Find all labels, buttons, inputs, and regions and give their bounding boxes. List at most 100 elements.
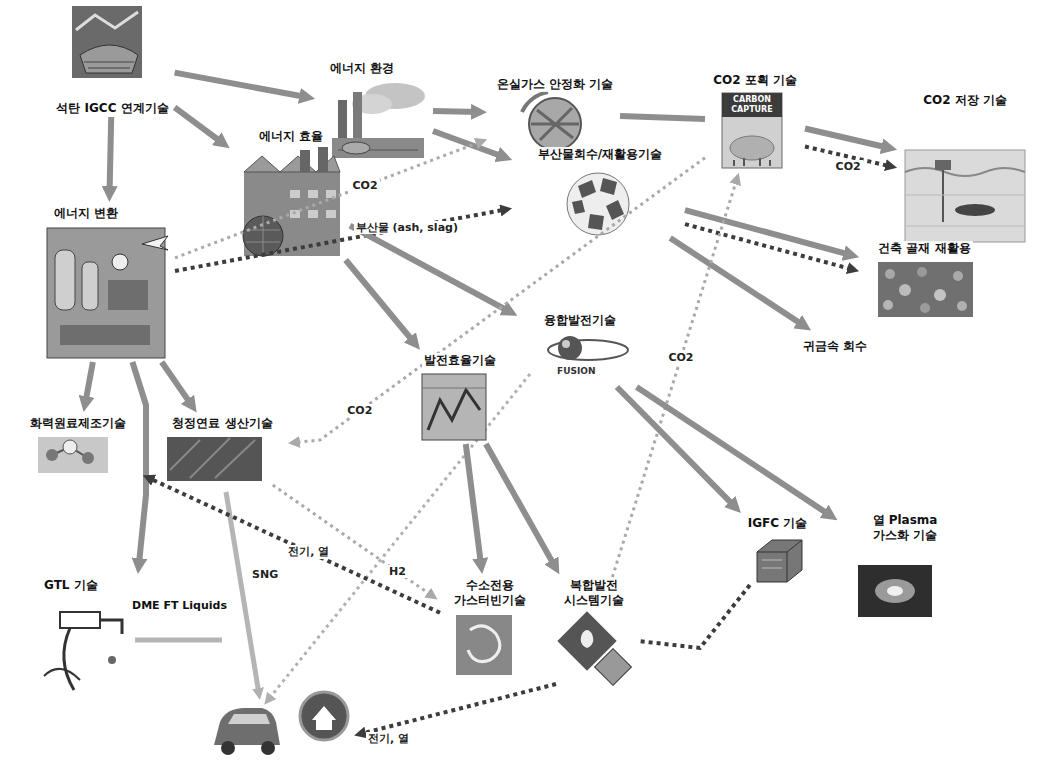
tech-node: 에너지 변환 xyxy=(40,205,175,362)
flow-arrow xyxy=(433,131,505,157)
gtl-icon-part xyxy=(100,620,122,634)
sng-lines-part xyxy=(135,638,222,643)
aggregate-icon-part xyxy=(885,269,895,279)
recycle-icon-part xyxy=(572,178,624,230)
gtl-icon-part xyxy=(64,628,74,690)
aggregate-icon-part xyxy=(899,284,911,296)
dotted-flow-arrow xyxy=(612,179,737,577)
node-label: 귀금속 회수 xyxy=(801,339,869,354)
tech-node: 수소전용 가스터빈기술 xyxy=(440,577,540,695)
node-label: 융합발전기술 xyxy=(542,313,618,328)
capture-icon-part xyxy=(722,93,782,117)
tech-node: CO2 저장 기술 xyxy=(900,92,1030,247)
chemical-icon-part xyxy=(38,437,108,473)
node-label: 건축 골재 재활용 xyxy=(876,241,972,256)
storage-icon xyxy=(905,150,1025,242)
tech-node: CO2 포획 기술 xyxy=(705,72,805,170)
recycle-icon xyxy=(567,173,629,235)
flow-arrow xyxy=(350,226,510,312)
plasma-icon xyxy=(858,565,932,617)
node-label: 복합발전 시스템기술 xyxy=(554,578,634,608)
tech-node: IGFC 기술 xyxy=(735,515,820,585)
storage-icon-part xyxy=(905,168,1025,176)
power-efficiency-icon-part xyxy=(422,388,486,389)
tech-node: 석탄 IGCC 연계기술 xyxy=(50,5,174,117)
flow-label: CO2 xyxy=(666,351,695,364)
power-efficiency-icon-part xyxy=(428,390,480,430)
node-label: IGFC 기술 xyxy=(746,516,810,531)
flow-arrow xyxy=(486,444,556,567)
tech-node: 온실가스 안정화 기술 xyxy=(490,76,620,151)
greenhouse-icon-part xyxy=(529,98,581,150)
flow-arrow xyxy=(617,387,735,507)
aggregate-icon-part xyxy=(878,262,973,317)
conversion-icon-part xyxy=(82,262,98,310)
aggregate-icon xyxy=(878,262,973,317)
greenhouse-icon-part xyxy=(531,108,579,140)
flow-arrow xyxy=(346,260,415,344)
capture-icon-part xyxy=(730,136,774,160)
flow-arrow xyxy=(670,238,804,326)
home-icon-part xyxy=(300,692,348,740)
flow-arrow xyxy=(637,387,831,516)
storage-icon-part xyxy=(905,195,1025,226)
fusion-icon-part xyxy=(562,340,570,348)
igfc-icon-part xyxy=(757,540,802,582)
clean-fuel-icon-part xyxy=(167,437,262,481)
flow-label: SNG xyxy=(250,568,280,581)
car-icon-part xyxy=(221,741,235,755)
node-label: 청정연료 생산기술 xyxy=(170,416,274,431)
turbine-icon-part xyxy=(456,615,512,675)
tech-node: 에너지 환경 xyxy=(318,60,433,160)
flow-arrow xyxy=(110,117,112,194)
home-icon-part xyxy=(312,706,336,730)
turbine-icon xyxy=(456,615,512,675)
node-label: CO2 저장 기술 xyxy=(921,93,1009,108)
node-label: 온실가스 안정화 기술 xyxy=(495,77,615,92)
car-icon xyxy=(214,708,280,755)
aggregate-icon-part xyxy=(883,300,893,310)
conversion-icon-part xyxy=(142,236,168,250)
igfc-icon xyxy=(757,540,802,582)
node-label: 에너지 효율 xyxy=(257,129,325,144)
node-label: 수소전용 가스터빈기술 xyxy=(446,578,534,608)
efficiency-icon-part xyxy=(246,216,280,256)
flow-arrow xyxy=(620,116,705,119)
aggregate-icon-part xyxy=(953,271,963,281)
aggregate-icon-part xyxy=(934,289,946,301)
recycle-icon-part xyxy=(567,173,629,235)
chemical-icon xyxy=(38,437,108,473)
flow-arrow xyxy=(132,362,146,566)
flow-label: 부산물 (ash, slag) xyxy=(354,221,460,234)
gtl-icon-part xyxy=(44,669,80,680)
storage-icon-part xyxy=(955,204,995,216)
flow-label: CO2 xyxy=(351,179,380,192)
environment-icon-part xyxy=(338,100,347,140)
node-label: GTL 기술 xyxy=(42,578,100,593)
igcc-icon-part xyxy=(80,45,138,73)
tech-node: 열 Plasma 가스화 기술 xyxy=(840,512,970,618)
tech-node: 에너지 효율 xyxy=(232,128,350,260)
turbine-icon-part xyxy=(468,626,500,662)
supply-lines-part xyxy=(268,374,530,700)
node-label: CO2 포획 기술 xyxy=(711,73,799,88)
flow-label: H2 xyxy=(387,565,408,578)
node-label: 에너지 변환 xyxy=(52,206,120,221)
flow-arrow xyxy=(805,129,889,149)
tech-node: 복합발전 시스템기술 xyxy=(548,577,640,695)
car-icon-part xyxy=(228,714,270,724)
dotted-flow-arrow xyxy=(640,585,750,648)
conversion-icon-part xyxy=(112,254,128,270)
power-efficiency-icon-part xyxy=(422,374,486,440)
flow-arrow xyxy=(162,362,192,406)
node-label: 석탄 IGCC 연계기술 xyxy=(54,101,170,116)
chemical-icon-part xyxy=(82,452,94,464)
node-label: 부산물회수/재활용기술 xyxy=(536,147,664,162)
conversion-icon-part xyxy=(47,228,165,358)
plasma-icon-part xyxy=(875,579,915,603)
clean-fuel-icon-part xyxy=(170,438,255,478)
flow-arrow xyxy=(466,444,481,566)
efficiency-icon xyxy=(243,147,340,256)
car-icon-part xyxy=(214,708,280,745)
aggregate-icon-part xyxy=(957,301,967,311)
